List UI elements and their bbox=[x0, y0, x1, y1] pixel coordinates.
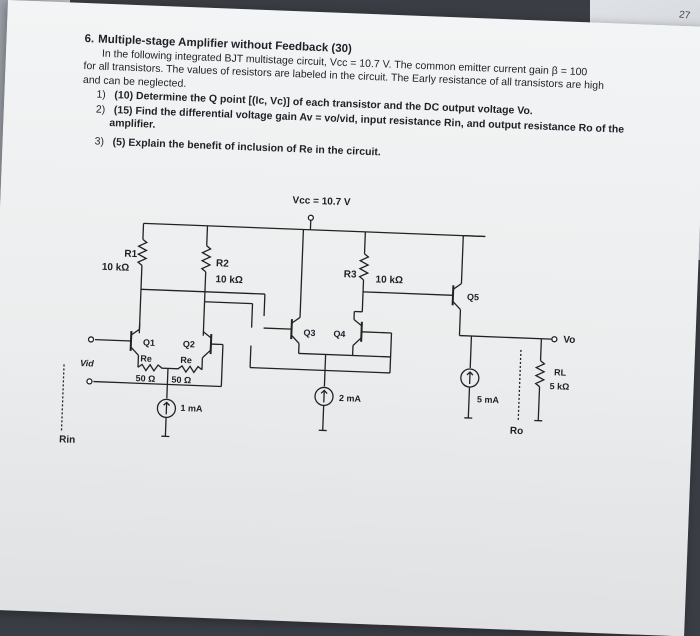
resistor-r3: R3 10 kΩ bbox=[342, 231, 405, 313]
q2-label: Q2 bbox=[183, 339, 195, 349]
problem-number: 6. bbox=[84, 33, 94, 45]
vo-label: Vo bbox=[563, 335, 575, 346]
q3-label: Q3 bbox=[303, 328, 315, 338]
rin-label: Rin bbox=[59, 434, 76, 446]
q1-label: Q1 bbox=[143, 337, 155, 347]
re2-value: 50 Ω bbox=[171, 375, 191, 386]
rl-label: RL bbox=[554, 367, 567, 377]
resistor-r1: R1 10 kΩ bbox=[99, 222, 147, 334]
r2-label: R2 bbox=[216, 258, 230, 269]
current-source-5ma: 5 mA bbox=[459, 336, 502, 419]
re1-label: Re bbox=[140, 353, 152, 363]
re2-label: Re bbox=[180, 355, 192, 365]
question-3-number: 3) bbox=[94, 135, 113, 149]
circuit-diagram: Vcc = 10.7 V R1 10 kΩ R2 10 kΩ R3 10 kΩ bbox=[47, 180, 617, 471]
question-1-points: (10) bbox=[114, 89, 133, 102]
i1-label: 1 mA bbox=[180, 403, 203, 414]
current-source-1ma: 1 mA bbox=[156, 399, 203, 438]
resistor-r2: R2 10 kΩ bbox=[199, 226, 245, 338]
transistor-q4: Q4 bbox=[333, 311, 392, 347]
current-source-2ma: 2 mA bbox=[314, 387, 362, 432]
problem-text: 6.Multiple-stage Amplifier without Feedb… bbox=[80, 33, 644, 169]
q5-label: Q5 bbox=[467, 292, 479, 302]
resistor-re2: Re 50 Ω bbox=[167, 354, 202, 385]
transistor-q5: Q5 bbox=[452, 235, 485, 310]
q4-label: Q4 bbox=[333, 329, 345, 339]
vcc-label: Vcc = 10.7 V bbox=[292, 195, 351, 208]
question-3-points: (5) bbox=[112, 136, 125, 148]
vcc-rail bbox=[144, 223, 486, 236]
i2-label: 2 mA bbox=[339, 393, 362, 404]
r1-value: 10 kΩ bbox=[102, 262, 130, 274]
question-2-number: 2) bbox=[96, 103, 115, 117]
resistor-rl: RL 5 kΩ bbox=[534, 339, 571, 422]
question-1-number: 1) bbox=[96, 88, 115, 102]
vcc-node: Vcc = 10.7 V bbox=[291, 195, 351, 231]
vid-label: Vid bbox=[80, 358, 95, 369]
r3-value: 10 kΩ bbox=[375, 274, 403, 286]
r1-label: R1 bbox=[124, 249, 138, 260]
question-2-points: (15) bbox=[114, 104, 133, 117]
r3-label: R3 bbox=[343, 269, 357, 280]
transistor-q1: Q1 bbox=[88, 321, 156, 356]
i3-label: 5 mA bbox=[477, 394, 500, 405]
page-number: 27 bbox=[678, 9, 691, 21]
re1-value: 50 Ω bbox=[135, 373, 155, 384]
transistor-q3: Q3 bbox=[263, 228, 319, 344]
resistor-re1: Re 50 Ω bbox=[135, 353, 168, 384]
r2-value: 10 kΩ bbox=[215, 274, 243, 286]
rl-value: 5 kΩ bbox=[549, 381, 569, 392]
ro-label: Ro bbox=[510, 426, 524, 438]
